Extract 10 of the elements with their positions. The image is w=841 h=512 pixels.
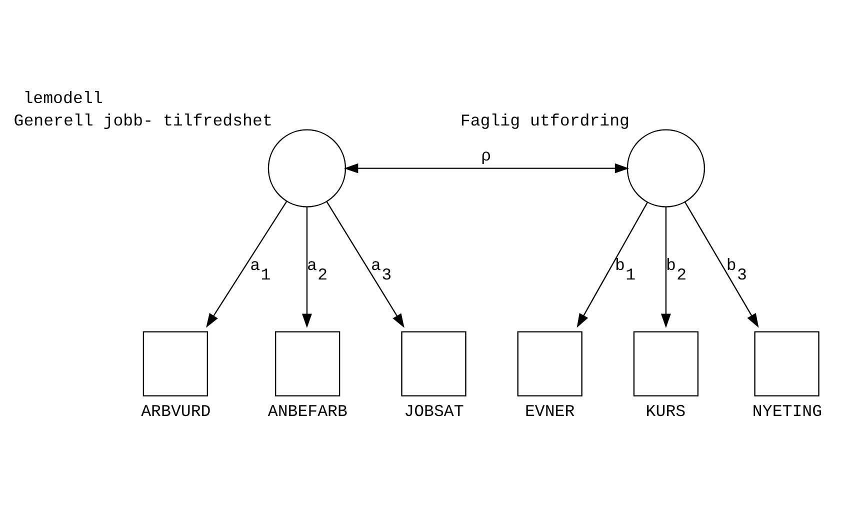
edge-label: ρ	[480, 146, 491, 166]
node-label: Faglig utfordring	[460, 111, 630, 130]
diagram-title: lemodell	[22, 88, 102, 108]
node-label: ARBVURD	[140, 402, 210, 422]
node-label: EVNER	[524, 402, 574, 422]
node-label: JOBSAT	[404, 402, 464, 422]
node-label: Generell jobb- tilfredshet	[13, 111, 272, 130]
node-label: KURS	[645, 402, 686, 422]
node-label: NYETING	[752, 402, 822, 422]
node-label: ANBEFARB	[267, 402, 347, 422]
